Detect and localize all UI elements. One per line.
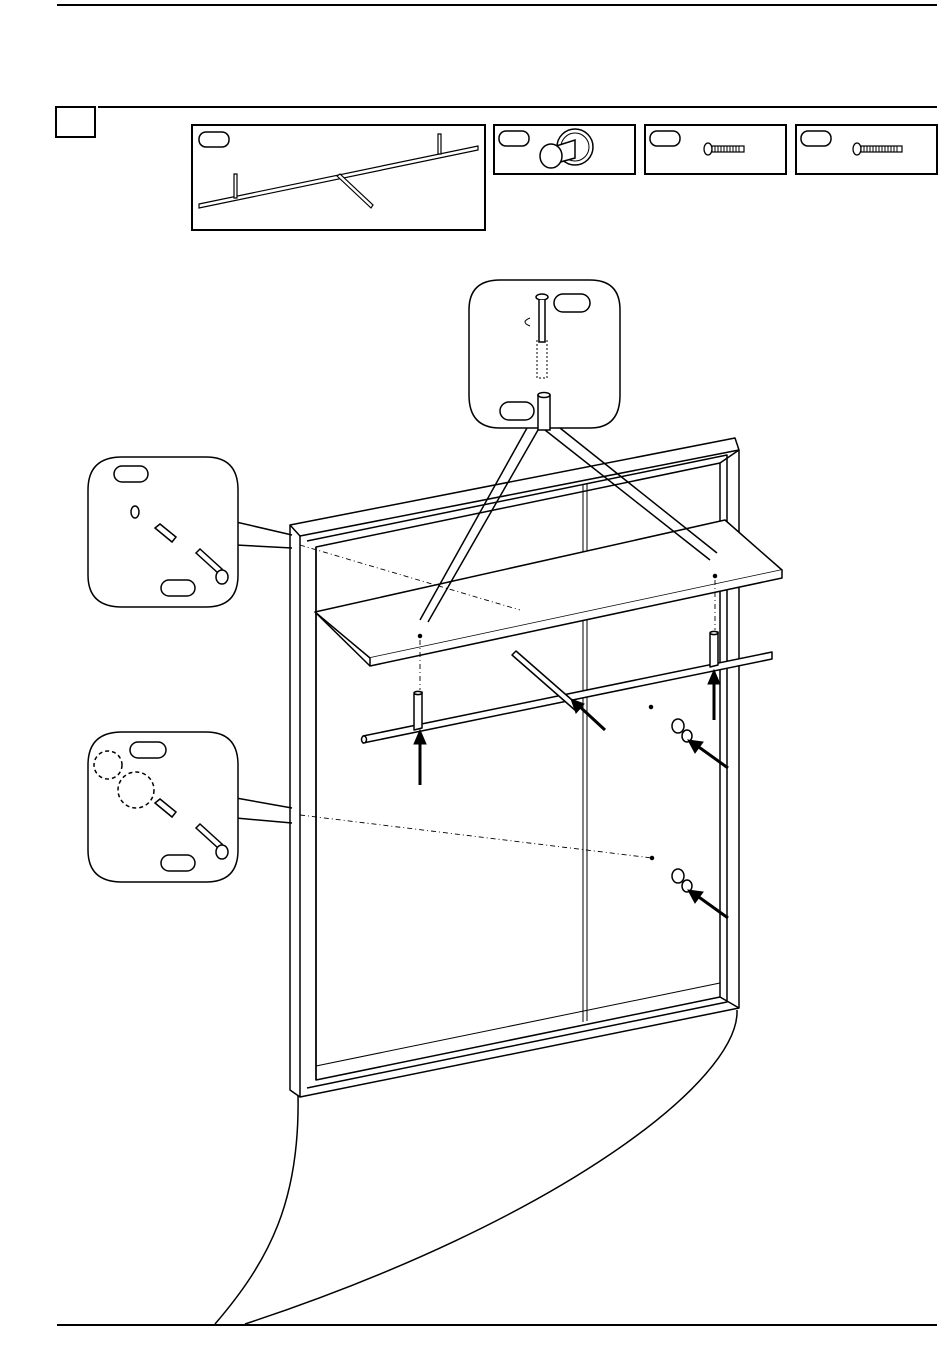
callout-top	[469, 280, 620, 430]
cable	[215, 1095, 298, 1324]
callout-upper-left	[88, 457, 238, 607]
callout-lower-left	[88, 732, 238, 882]
